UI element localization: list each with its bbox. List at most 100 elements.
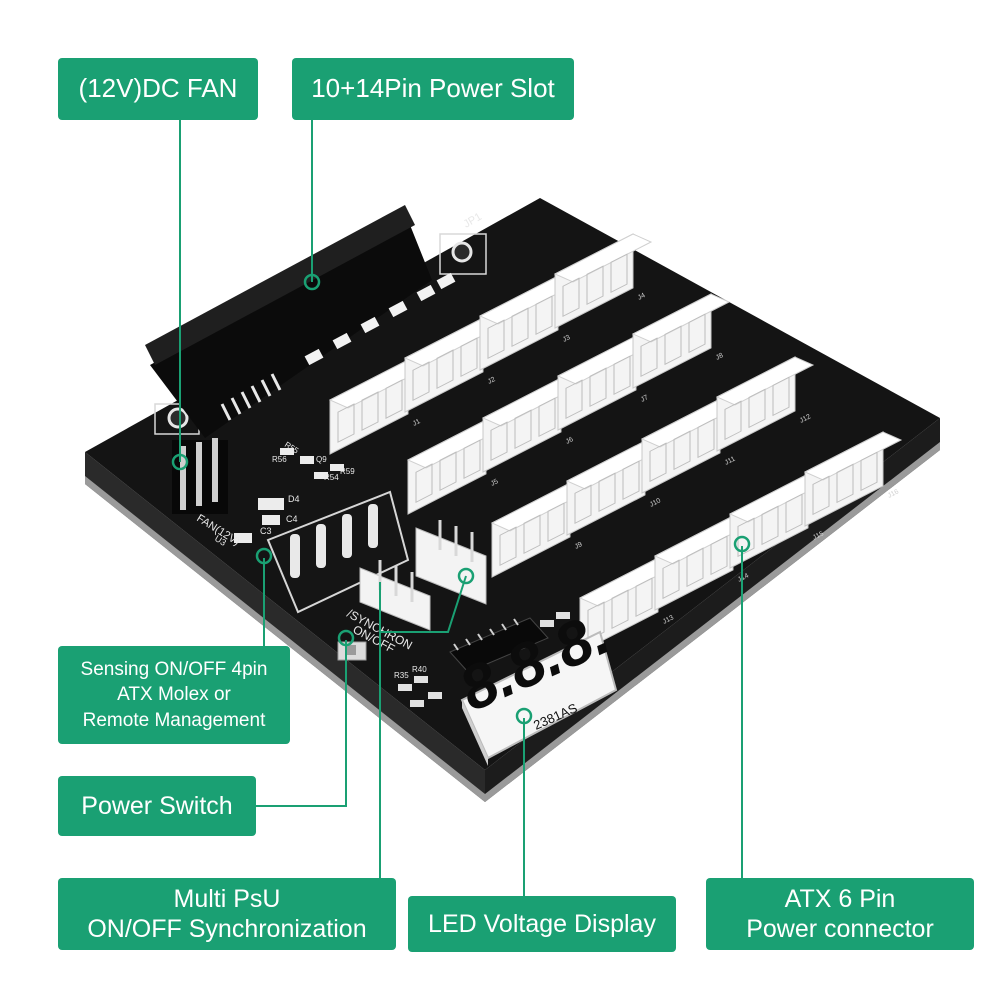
label-d4: D4 <box>288 494 300 504</box>
power-slot-pins <box>220 373 282 421</box>
atx-connector-pin-window <box>688 313 706 354</box>
atx-connector-pin-window <box>589 367 607 408</box>
callout-atx-line-1: ATX 6 Pin <box>784 885 896 913</box>
dot-fan <box>171 453 189 471</box>
atx-connector-pin-window <box>622 460 640 501</box>
atx-connector-label: J12 <box>799 413 812 424</box>
atx-connector-pin-window <box>415 463 433 503</box>
atx-connector: J9 <box>490 482 590 578</box>
atx-connector-pin-window <box>610 253 628 294</box>
smd-r55 <box>280 448 294 455</box>
callout-dc-fan: (12V)DC FAN <box>58 58 258 120</box>
atx-connector-pin-window <box>586 265 604 306</box>
callout-power-switch-text: Power Switch <box>81 791 233 820</box>
molex-pin-1 <box>316 524 326 568</box>
sync-connector-2 <box>415 527 487 605</box>
atx-connector-label: J3 <box>562 334 572 344</box>
atx-connector-pin-window <box>460 337 478 377</box>
atx-connector-pin-window <box>697 418 715 459</box>
atx-connector-pin-window <box>499 526 517 566</box>
smd-r-d <box>556 612 570 619</box>
atx-connector-pin-window <box>535 295 553 336</box>
atx-connector-label: J5 <box>490 478 500 488</box>
callout-power-slot-text: 10+14Pin Power Slot <box>311 73 555 104</box>
atx-connector-pin-window <box>361 391 379 431</box>
atx-connector-pin-window <box>412 361 430 401</box>
power-switch-knob <box>346 645 356 655</box>
callout-sensing-line-3: Remote Management <box>82 709 266 731</box>
atx-connector-pin-window <box>772 376 790 417</box>
atx-connector-pin-window <box>673 430 691 471</box>
mount-hole-right <box>451 241 473 263</box>
atx-connector-pin-window <box>439 451 457 491</box>
atx-connector-top <box>631 293 731 343</box>
smd-d4 <box>258 498 284 510</box>
smd-r-a <box>410 700 424 707</box>
atx-connector-pin-window <box>547 502 565 543</box>
dot-atx <box>733 535 751 553</box>
atx-connector: J2 <box>403 317 503 413</box>
sync-connector-1 <box>359 567 431 631</box>
atx-connector: J8 <box>631 293 731 389</box>
atx-connector-pin-window <box>635 577 653 618</box>
smd-r35 <box>398 684 412 691</box>
callout-sensing-line-1: Sensing ON/OFF 4pin <box>80 658 268 680</box>
ic-chip-body <box>449 617 549 673</box>
smd-q9 <box>300 456 314 464</box>
callout-sync-line-1: Multi PsU <box>173 885 281 913</box>
atx-connector-label: J11 <box>724 456 737 467</box>
atx-connector-pin-window <box>487 319 505 359</box>
atx-connector-pin-window <box>761 505 779 546</box>
callout-atx-line-2: Power connector <box>746 915 934 943</box>
atx-connector-label: J8 <box>715 352 725 362</box>
atx-connector: J4 <box>553 233 653 329</box>
molex-pin-2 <box>342 514 352 558</box>
ic-chip-legs <box>453 618 519 651</box>
atx-connector-pin-window <box>737 517 755 558</box>
mount-hole-left <box>167 407 189 429</box>
atx-connector-pin-window <box>640 337 658 378</box>
callout-power-switch: Power Switch <box>58 776 256 836</box>
atx-connector-pin-window <box>562 277 580 318</box>
atx-connector-pin-window <box>337 403 355 443</box>
callout-sync-line-2: ON/OFF Synchronization <box>87 915 367 943</box>
label-r35: R35 <box>394 671 409 680</box>
atx-connector-pin-window <box>649 442 667 483</box>
atx-connector: J14 <box>653 515 753 611</box>
smd-r54 <box>314 472 328 479</box>
atx-connector-pin-window <box>686 547 704 588</box>
atx-connector: J1 <box>328 359 428 455</box>
label-r54: R54 <box>324 473 339 482</box>
callout-led-display-text: LED Voltage Display <box>428 909 656 938</box>
atx-connector-pin-window <box>574 484 592 525</box>
label-c4: C4 <box>286 514 298 524</box>
atx-connector-pin-window <box>523 514 541 555</box>
atx-connector-pin-window <box>463 439 481 479</box>
atx-connector-top <box>803 431 903 481</box>
atx-connector-label: J2 <box>487 376 497 386</box>
atx-connector: J5 <box>406 419 506 515</box>
leader-switch <box>256 640 347 807</box>
atx-connector-pin-window <box>664 325 682 366</box>
atx-connector: J12 <box>715 356 815 452</box>
leader-sync-b <box>380 575 467 633</box>
atx-connector-label: J9 <box>574 541 584 551</box>
atx-connector-top <box>715 356 815 406</box>
label-r40: R40 <box>412 665 427 674</box>
atx-connector-pin-window <box>514 409 532 449</box>
callout-sensing-line-2: ATX Molex or <box>117 684 231 706</box>
label-q9: Q9 <box>316 455 327 464</box>
fan-header <box>172 438 228 514</box>
atx-connector-pin-window <box>785 493 803 534</box>
atx-connector: J7 <box>556 335 656 431</box>
fan-pin-2 <box>196 442 202 506</box>
atx-connector-label: J1 <box>412 418 422 428</box>
corner-hole-right <box>439 233 487 275</box>
smd-c4 <box>262 515 280 525</box>
atx-connector-pin-window <box>436 349 454 389</box>
leader-dots <box>171 273 751 725</box>
dot-sync <box>457 567 475 585</box>
fan-pin-1 <box>180 446 186 510</box>
